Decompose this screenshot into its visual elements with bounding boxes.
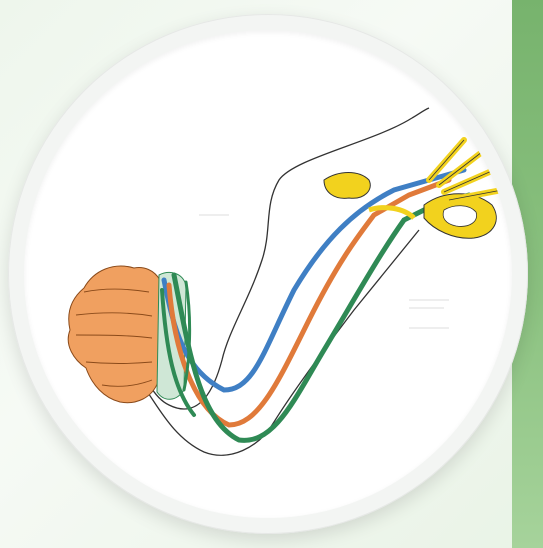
nerve-green-outer [174,195,469,440]
spinal-plexus [324,140,502,238]
nerve-blue [164,170,464,390]
arm-nerve-illustration [24,30,512,518]
faint-text-marks [199,215,449,328]
nerve-paths [162,170,469,440]
illustration-disc [24,30,512,518]
